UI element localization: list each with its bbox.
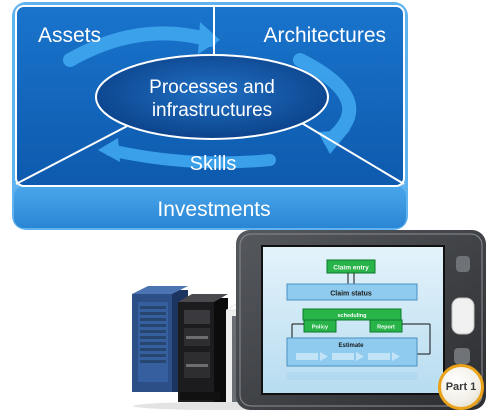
part-badge[interactable]: Part 1 xyxy=(438,364,484,410)
box-claim-status xyxy=(286,283,418,301)
box-policy xyxy=(303,319,337,333)
box-scheduling xyxy=(302,308,402,321)
center-ellipse xyxy=(95,54,329,140)
label-processes-line2: infrastructures xyxy=(152,100,272,121)
label-skills: Skills xyxy=(190,153,237,175)
box-claim-entry-label: Claim entry xyxy=(333,265,369,272)
box-report-label: Report xyxy=(377,325,395,331)
box-estimate xyxy=(286,337,418,367)
estimate-flow xyxy=(296,352,400,361)
concept-diagram: Assets Architectures Processes and infra… xyxy=(12,2,408,230)
label-investments: Investments xyxy=(157,198,270,221)
divider-left xyxy=(15,121,136,185)
label-architectures: Architectures xyxy=(263,24,386,47)
label-assets: Assets xyxy=(38,24,101,47)
box-claim-status-label: Claim status xyxy=(330,291,372,298)
box-policy-label: Policy xyxy=(312,325,329,331)
box-claim-entry xyxy=(326,259,376,274)
tablet-device: Claim entry Claim status scheduling Poli… xyxy=(236,230,486,410)
box-estimate-label: Estimate xyxy=(338,343,364,349)
box-scheduling-label: scheduling xyxy=(337,313,366,319)
flow-arrows xyxy=(63,22,357,169)
black-server-icon xyxy=(178,294,228,402)
investments-bar xyxy=(14,186,406,228)
side-handle-icon xyxy=(451,297,475,335)
divider-right xyxy=(299,121,405,185)
box-report xyxy=(369,319,403,333)
camera-icon xyxy=(456,256,470,272)
label-processes-line1: Processes and xyxy=(149,77,275,98)
